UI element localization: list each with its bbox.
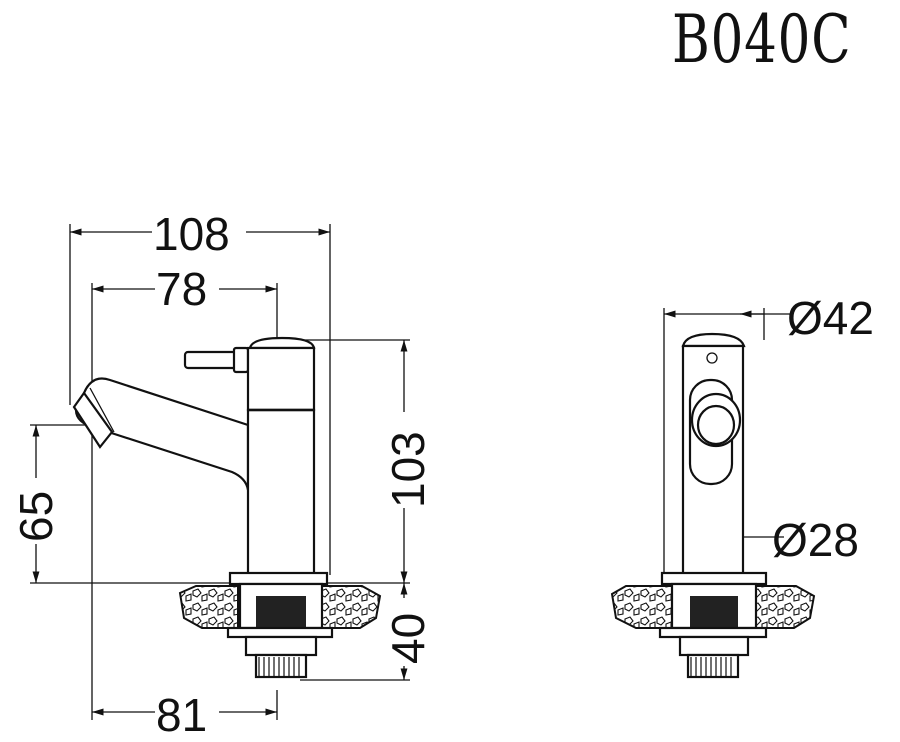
dim-shank-length: 40 — [382, 613, 434, 664]
nut — [244, 635, 318, 657]
dim-overall-length: 108 — [153, 208, 230, 260]
dim-spout-reach: 78 — [156, 263, 207, 315]
aerator — [72, 391, 114, 449]
front-base-flange — [660, 571, 768, 586]
front-basin-section-left — [610, 585, 673, 629]
front-basin-section-right — [755, 585, 816, 629]
spout — [74, 377, 250, 491]
basin-section-left — [178, 585, 239, 629]
lower-body — [246, 408, 316, 577]
base-flange — [228, 571, 329, 586]
model-code: B040C — [672, 1, 852, 78]
front-view: Ø42 Ø28 — [610, 292, 874, 679]
dim-shank-diameter: Ø28 — [772, 514, 859, 566]
washer — [226, 626, 334, 639]
front-top-cap — [681, 332, 746, 348]
upper-body — [246, 346, 316, 412]
front-nut — [678, 635, 750, 657]
dim-body-diameter: Ø42 — [787, 292, 874, 344]
top-cap — [248, 336, 316, 350]
shank-thread — [256, 596, 306, 630]
side-view: 108 78 81 103 65 40 — [10, 208, 434, 741]
dim-overall-height: 103 — [382, 431, 434, 508]
dim-spout-height: 65 — [10, 491, 62, 542]
basin-section-right — [321, 585, 382, 629]
dim-base-offset: 81 — [156, 689, 207, 741]
front-washer — [658, 626, 768, 639]
